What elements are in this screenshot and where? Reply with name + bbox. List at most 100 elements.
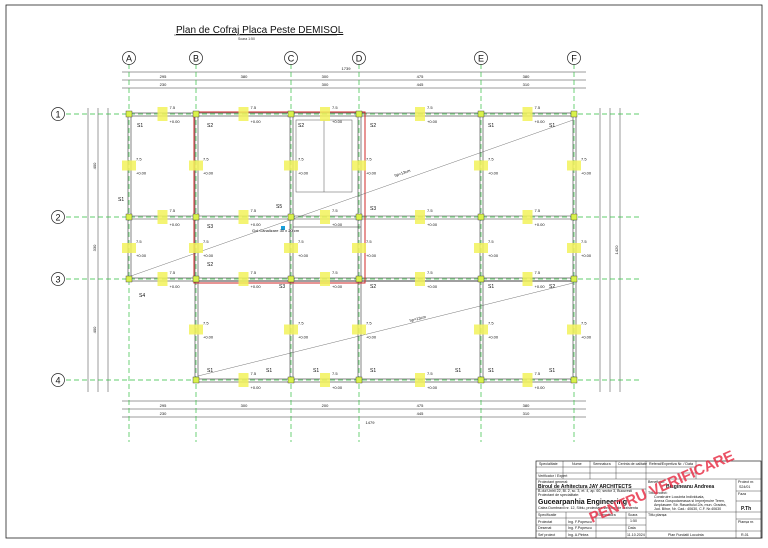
axis-label-E: E — [478, 54, 484, 64]
tb-project-no: S24/01 — [739, 485, 750, 489]
beam-tag: 7.5 — [251, 208, 257, 213]
axis-label-B: B — [193, 54, 199, 64]
tb-phase-label: Faza — [738, 492, 746, 496]
beam-section-marker — [238, 107, 249, 121]
tb-project-label: Titlu proiect: — [648, 491, 667, 495]
dim-top-4: 475 — [417, 74, 424, 79]
beam-tag: 7.5 — [203, 321, 209, 326]
level-tag: +0.00 — [581, 253, 592, 258]
tb-sheet-title: Plan Fundatii Locuinta — [668, 533, 704, 537]
level-tag: +0.00 — [488, 171, 499, 176]
slab-label: S1 — [488, 368, 494, 374]
tb-hdr-requirement: Cerinta de calitate — [618, 462, 647, 466]
tb-architect-label: Proiectant general: — [538, 480, 568, 484]
dim-left-1: 400 — [92, 162, 97, 169]
dim-top-total: 1739 — [342, 66, 352, 71]
column — [125, 110, 133, 118]
dim-top-inner-1: 230 — [160, 82, 167, 87]
beam-tag: 7.5 — [488, 157, 494, 162]
tb-project-line-1: Construire Locuinta Individuala, — [654, 495, 704, 499]
beam-tag: 7.5 — [366, 321, 372, 326]
beam-section-marker — [320, 272, 330, 286]
tb-phase: P.Th — [741, 506, 751, 512]
slab-label: S3 — [207, 224, 213, 230]
beam-section-marker — [157, 210, 168, 224]
beam-section-marker — [189, 324, 203, 335]
beam-tag: 7.5 — [170, 105, 176, 110]
level-tag: +0.00 — [535, 222, 546, 227]
slab-label: S2 — [370, 123, 376, 129]
axis-bubble-D — [352, 51, 366, 65]
beam-tag: 7.5 — [203, 239, 209, 244]
slab-label: S5 — [276, 204, 282, 210]
beam-tag: 7.5 — [332, 371, 338, 376]
beam-section-marker — [567, 243, 581, 253]
dim-bottom-inner-3: 310 — [523, 411, 530, 416]
beam-tag: 7.5 — [581, 321, 587, 326]
slab-label: S1 — [118, 197, 124, 203]
level-tag: +0.00 — [332, 284, 343, 289]
tb-beneficiary-label: Beneficiar: — [648, 480, 665, 484]
tb-scale-label: Scara — [628, 513, 637, 517]
dim-bottom-5: 380 — [523, 403, 530, 408]
slab-label: S2 — [298, 123, 304, 129]
level-tag: +0.00 — [366, 253, 377, 258]
column — [287, 213, 295, 221]
dim-left-2: 330 — [92, 244, 97, 251]
red-zone-outline — [193, 111, 366, 284]
dim-top-1: 295 — [160, 74, 167, 79]
dim-top-5: 380 — [523, 74, 530, 79]
slab-label: S3 — [279, 284, 285, 290]
level-tag: +0.00 — [251, 385, 262, 390]
beam-section-marker — [415, 373, 425, 387]
dim-bottom-2: 300 — [241, 403, 248, 408]
column — [125, 213, 133, 221]
axis-bubble-4 — [51, 373, 65, 387]
column — [287, 376, 295, 384]
column — [287, 275, 295, 283]
tb-architect-sub: B-dul Unirii 22, Bl. 2, sc. 3, et. 4, ap… — [538, 489, 632, 493]
tb-date-label: Data — [628, 526, 636, 530]
beam-markers: 7.5 +0.00 7.5 +0.00 7.5 +0.00 7.5 +0.00 7.5 +0.00… — [122, 105, 592, 390]
slab-label: S1 — [488, 284, 494, 290]
drawing-scale-note: Scara 1:50 — [238, 37, 255, 41]
beam-tag: 7.5 — [298, 157, 304, 162]
axis-label-2: 2 — [55, 212, 60, 222]
tb-signature-label: Semnatura — [598, 513, 616, 517]
dim-bottom-inner-1: 230 — [160, 411, 167, 416]
tb-sheet-no-label: Planșa nr. — [738, 520, 754, 524]
beam-tag: 7.5 — [251, 371, 257, 376]
beam-section-marker — [522, 210, 533, 224]
beam-tag: 7.5 — [581, 239, 587, 244]
beam-tag: 7.5 — [427, 105, 433, 110]
level-tag: +0.00 — [203, 335, 214, 340]
level-tag: +0.00 — [535, 385, 546, 390]
level-tag: +0.00 — [332, 119, 343, 124]
column — [570, 110, 578, 118]
level-tag: +0.00 — [427, 284, 438, 289]
beam-section-marker — [352, 160, 366, 171]
column — [192, 275, 200, 283]
beam-tag: 7.5 — [535, 105, 541, 110]
level-tag: +0.00 — [136, 253, 147, 258]
axis-bubble-B — [189, 51, 203, 65]
sheet-border — [5, 4, 763, 539]
beam-tag: 7.5 — [535, 371, 541, 376]
axis-bubble-2 — [51, 210, 65, 224]
level-tag: +0.00 — [170, 222, 181, 227]
beam-tag: 7.5 — [332, 105, 338, 110]
tb-frame — [535, 460, 762, 539]
slab-label: S1 — [207, 368, 213, 374]
column — [355, 213, 363, 221]
tb-drawn-label: Desenat — [538, 526, 551, 530]
beam-section-marker — [284, 243, 298, 253]
tb-specification: Specificatie — [538, 513, 556, 517]
beam-section-marker — [415, 107, 425, 121]
tb-checked-label: Sef proiect — [538, 533, 555, 537]
beam-section-marker — [474, 160, 488, 171]
beam-tag: 7.5 — [535, 208, 541, 213]
gol-canalizare-label: Gol Canalizare 30 x 20 cm — [252, 228, 300, 233]
staircase — [295, 119, 353, 193]
level-tag: +0.00 — [535, 284, 546, 289]
tb-row-verifier: Verificator / Expert — [538, 474, 567, 478]
